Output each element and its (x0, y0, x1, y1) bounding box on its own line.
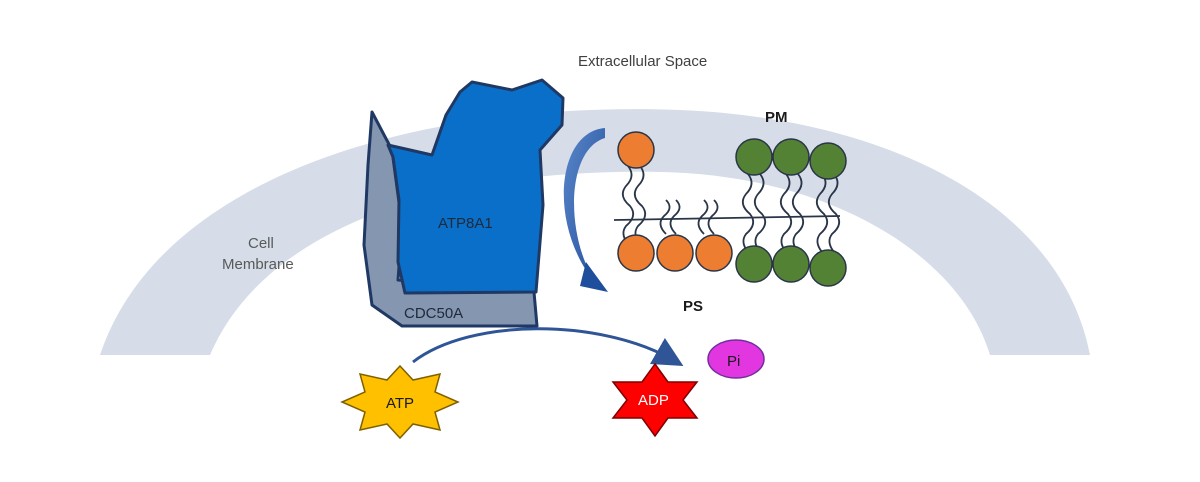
cell-membrane-label-line1: Cell (248, 235, 274, 252)
pm-head-lower (809, 249, 847, 287)
flip-arrow-head (580, 262, 608, 292)
pi-molecule (707, 339, 765, 379)
adp-star (611, 362, 699, 438)
lipid-tails (613, 165, 841, 253)
pm-head-upper (809, 142, 847, 180)
cdc50a-label: CDC50A (404, 305, 463, 322)
ps-head-upper (617, 131, 655, 169)
extracellular-space-label: Extracellular Space (578, 53, 707, 70)
ps-head-lower (656, 234, 694, 272)
pm-head-upper (735, 138, 773, 176)
ps-head-lower (617, 234, 655, 272)
atp8a1-protein (386, 78, 565, 295)
pm-head-lower (772, 245, 810, 283)
atp-label: ATP (386, 395, 414, 412)
cell-membrane-label-line2: Membrane (222, 256, 294, 273)
flip-arrow (563, 128, 605, 286)
pm-head-lower (735, 245, 773, 283)
atp-hydrolysis-arrow (412, 327, 684, 366)
atp-star (340, 364, 460, 440)
atp8a1-label: ATP8A1 (438, 215, 493, 232)
pi-label: Pi (727, 353, 740, 370)
pm-label: PM (765, 109, 788, 126)
ps-label: PS (683, 298, 703, 315)
ps-head-lower (695, 234, 733, 272)
cell-membrane-band (100, 109, 1090, 355)
adp-label: ADP (638, 392, 669, 409)
pm-head-upper (772, 138, 810, 176)
